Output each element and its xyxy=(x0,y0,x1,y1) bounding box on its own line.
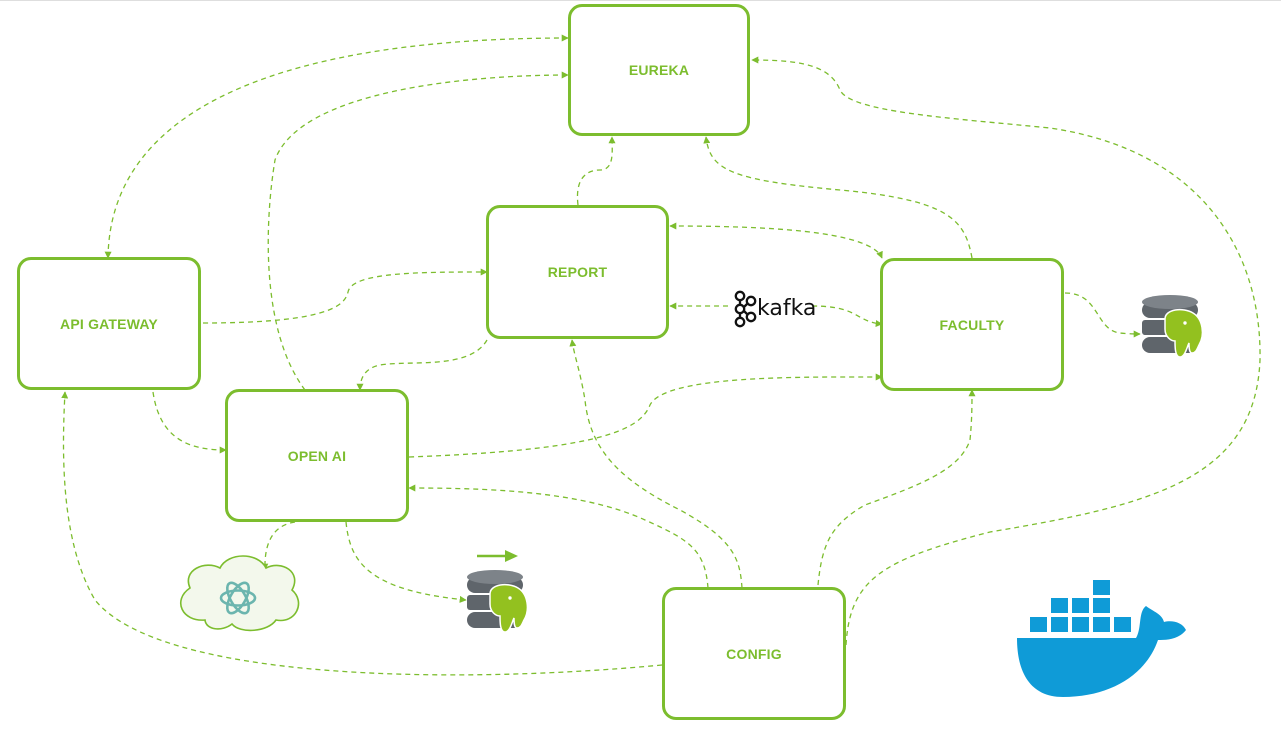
edge-config-apigateway xyxy=(61,391,663,676)
edge-report-openai xyxy=(356,339,488,391)
openai-cloud-icon xyxy=(179,555,300,632)
edge-openai-eureka xyxy=(267,71,569,391)
config-node[interactable]: CONFIG xyxy=(662,587,846,720)
edge-report-eureka xyxy=(576,136,616,206)
edge-config-eureka xyxy=(751,56,1261,646)
config-label: CONFIG xyxy=(726,645,782,662)
edge-report-faculty xyxy=(669,222,883,259)
edge-apigateway-eureka xyxy=(104,34,569,259)
faculty-label: FACULTY xyxy=(939,316,1005,333)
edge-config-faculty xyxy=(817,389,976,586)
open-ai-label: OPEN AI xyxy=(287,447,347,464)
postgres-db-icon xyxy=(467,570,529,633)
report-label: REPORT xyxy=(547,264,608,280)
edge-faculty-eureka xyxy=(703,136,973,259)
faculty-node[interactable]: FACULTY xyxy=(880,258,1064,391)
kafka-label: kafka xyxy=(757,296,817,321)
postgres-db-icon xyxy=(1142,295,1204,358)
edge-config-report xyxy=(569,339,743,589)
edge-apigateway-openai xyxy=(152,391,227,454)
edge-openai-cloud xyxy=(261,521,296,571)
eureka-label: EUREKA xyxy=(628,62,690,78)
edge-openai-db xyxy=(345,521,467,603)
docker-whale-icon xyxy=(1017,580,1186,697)
arrow-right-icon xyxy=(477,550,518,562)
edge-apigateway-report xyxy=(202,268,488,324)
top-border xyxy=(0,0,1281,1)
edge-openai-faculty xyxy=(408,373,883,458)
eureka-node[interactable]: EUREKA xyxy=(568,4,750,136)
edge-kafka-faculty xyxy=(811,305,883,328)
report-node[interactable]: REPORT xyxy=(486,205,669,339)
kafka-icon xyxy=(734,290,757,328)
open-ai-node[interactable]: OPEN AI xyxy=(225,389,409,522)
edge-faculty-db xyxy=(1064,292,1141,338)
api-gateway-label: API GATEWAY xyxy=(60,315,158,332)
api-gateway-node[interactable]: API GATEWAY xyxy=(17,257,201,390)
edge-config-openai xyxy=(408,484,709,589)
